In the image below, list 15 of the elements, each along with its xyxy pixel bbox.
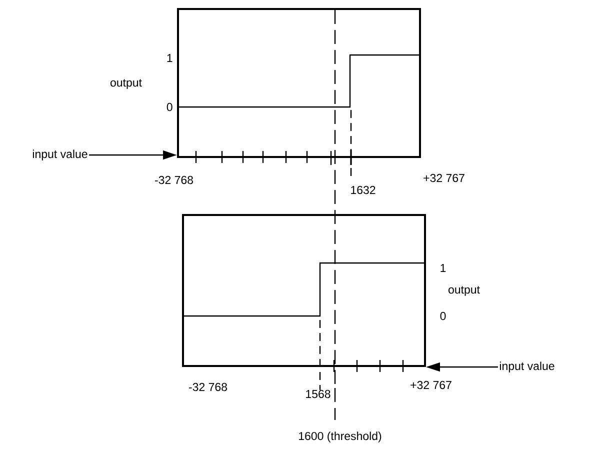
tick-label: +32 767 — [424, 174, 464, 182]
tick-label: -32 768 — [189, 382, 227, 392]
axis-label: output — [448, 286, 480, 296]
tick-label: 1632 — [351, 186, 376, 194]
input-label: input value — [500, 362, 554, 372]
tick-label: +32 767 — [410, 380, 452, 390]
tick-label: -32 768 — [155, 176, 193, 184]
plot-box — [182, 214, 426, 367]
plot-box — [177, 8, 421, 158]
tick-label: 1568 — [306, 390, 330, 398]
input-label: input value — [32, 150, 88, 160]
threshold-label: 1600 (threshold) — [299, 432, 382, 442]
tick-label: 1 — [440, 264, 446, 272]
axis-label: output — [110, 79, 142, 89]
tick-label: 0 — [440, 312, 446, 320]
